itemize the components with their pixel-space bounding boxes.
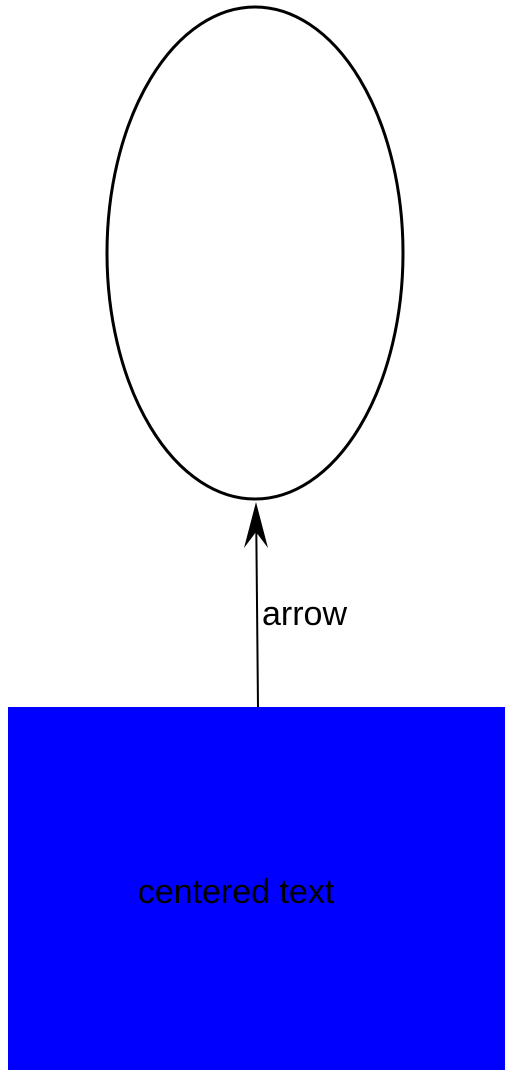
ellipse-node: [105, 5, 405, 501]
edge-label: arrow: [262, 595, 347, 633]
rectangle-node: [8, 707, 505, 1070]
arrow-edge: [255, 519, 259, 708]
arrowhead-icon: [244, 502, 268, 548]
rectangle-label: centered text: [138, 873, 335, 911]
